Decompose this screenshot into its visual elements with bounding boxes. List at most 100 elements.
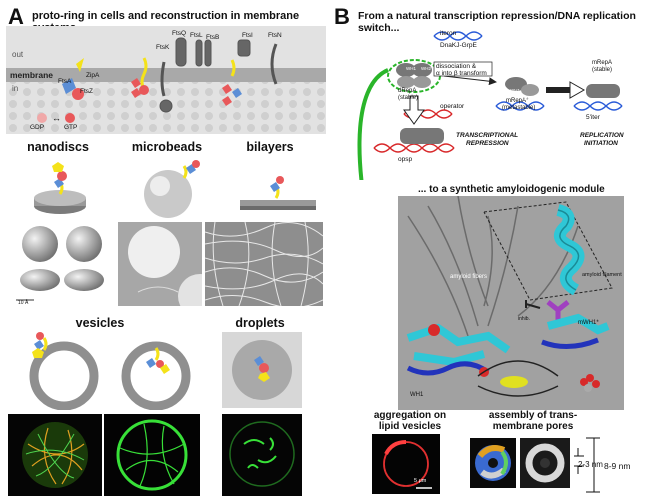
label-amyloid-filament: amyloid filament xyxy=(582,272,622,278)
ftsb-shape xyxy=(204,39,212,67)
dissociation-arrow xyxy=(443,75,497,86)
dna-opsp xyxy=(373,143,455,153)
label-ftsb: FtsB xyxy=(206,34,220,41)
label-gdp: GDP xyxy=(30,124,45,131)
mwh1-structure xyxy=(541,313,610,349)
label-inhibitor: inhib. xyxy=(518,316,530,322)
label-wh1-top: WH1 xyxy=(406,66,416,71)
dissociation-box xyxy=(433,61,493,77)
label-ftsq: FtsQ xyxy=(172,30,187,37)
label-wh1-mid: WH1 xyxy=(510,88,520,93)
bilayer-cartoon xyxy=(240,176,316,210)
label-wh2-top: WH2 xyxy=(421,66,431,71)
ftsz-cluster-1 xyxy=(62,58,84,100)
droplet-fluorescence xyxy=(222,414,302,496)
zoom-outline xyxy=(483,201,613,301)
caption-pores-line2: membrane pores xyxy=(492,421,574,432)
repression-arrow xyxy=(403,95,425,125)
label-mrepa: mRepA xyxy=(592,60,613,66)
label-bilayers: bilayers xyxy=(246,140,294,154)
label-mrepa-star: mRepA* xyxy=(506,98,529,104)
repressor-complex xyxy=(400,128,444,144)
panel-b-letter: B xyxy=(334,4,350,29)
systems-cartoons xyxy=(34,160,316,218)
amyloid-structure-composite: amyloid fibers amyloid filament WH1 mWH1… xyxy=(398,196,624,410)
ftsl-shape xyxy=(195,39,203,67)
scale-bar-label: 5 μm xyxy=(414,478,427,484)
panel-a-letter: A xyxy=(8,4,24,29)
label-ftsk: FtsK xyxy=(156,44,170,51)
label-drepa-state: (stable) xyxy=(398,95,419,101)
label-vesicles: vesicles xyxy=(75,316,125,330)
caption-pores-line1: assembly of trans- xyxy=(488,410,578,421)
label-mrepa-star-state: (metastable) xyxy=(502,105,536,111)
outer-pore-size: 8-9 nm xyxy=(604,461,631,471)
gtp-ftsz xyxy=(65,113,75,123)
label-operator: operator xyxy=(440,103,465,110)
label-microbeads: microbeads xyxy=(131,140,203,154)
panel-b-subtitle: ... to a synthetic amyloidogenic module xyxy=(418,184,605,195)
caption-aggregation-line2: lipid vesicles xyxy=(378,421,442,432)
ftsi-shape xyxy=(237,39,251,57)
caption-aggregation-line1: aggregation on xyxy=(373,410,447,421)
label-transcriptional: TRANSCRIPTIONAL xyxy=(456,132,519,139)
caption-pores: assembly of trans- membrane pores xyxy=(468,410,598,432)
layer-out: out xyxy=(12,50,24,59)
microbeads-micrograph xyxy=(118,222,202,306)
droplet-cartoon xyxy=(222,332,302,408)
nanodisc-scale: 10 Å xyxy=(18,300,29,306)
microbead-cartoon xyxy=(144,160,200,218)
mrepa-monomer xyxy=(586,84,620,98)
layer-membrane: membrane xyxy=(10,70,53,80)
pore-em-average xyxy=(520,438,570,488)
label-iter: 5'iter xyxy=(586,114,600,121)
conversion-arrows xyxy=(477,360,559,397)
label-drepa: dRepA xyxy=(398,88,417,94)
dna-mrepa xyxy=(573,101,623,111)
label-nanodiscs: nanodiscs xyxy=(27,140,89,154)
amyloid-filament-helix xyxy=(554,204,585,296)
label-ftsa: FtsA xyxy=(58,78,72,85)
drepa-dimer xyxy=(396,63,432,88)
membrane-schematic: out membrane in FtsA ZipA FtsZ FtsQ FtsL… xyxy=(6,26,326,134)
ftsz-cluster-2 xyxy=(131,57,149,98)
label-opsp: opsp xyxy=(398,156,413,163)
ftsq-shape xyxy=(175,37,187,67)
green-transition-arrow xyxy=(357,68,389,180)
dna-iteron xyxy=(433,31,483,41)
pore-size-brackets xyxy=(574,437,600,493)
vesicle-cartoons xyxy=(29,332,191,410)
yellow-ligand xyxy=(500,376,528,388)
dna-mrepa-star xyxy=(495,101,545,111)
vesicle-cartoon-1 xyxy=(29,332,99,410)
label-zipa: ZipA xyxy=(86,72,100,79)
vesicle-fluorescence-1 xyxy=(8,414,102,496)
gdp-ftsz xyxy=(37,113,47,123)
label-ftsl: FtsL xyxy=(190,32,203,39)
em-fibers xyxy=(407,196,579,337)
bilayers-micrograph xyxy=(205,222,323,306)
vesicle-fluorescence-2 xyxy=(104,414,200,496)
label-dnak: DnaKJ-GrpE xyxy=(440,42,477,49)
membrane-band xyxy=(6,68,326,82)
transition-arrow-head xyxy=(569,81,586,99)
label-mrepa-state: (stable) xyxy=(592,67,613,73)
label-amyloid-fibers: amyloid fibers xyxy=(450,274,488,280)
vesicle-cartoon-2 xyxy=(121,341,191,410)
caption-aggregation: aggregation on lipid vesicles xyxy=(360,410,460,432)
layer-in: in xyxy=(12,84,19,93)
label-dissociation: dissociation & xyxy=(436,63,477,70)
pore-model-image xyxy=(470,438,516,488)
label-iteron: iteron xyxy=(440,30,457,37)
membrane-schematic-svg xyxy=(6,37,326,134)
wh1-structure xyxy=(406,323,511,377)
label-replication: REPLICATION xyxy=(580,132,624,139)
nanodisc-cartoon xyxy=(34,162,86,214)
label-repression: REPRESSION xyxy=(466,140,509,147)
panel-b-title: From a natural transcription repression/… xyxy=(358,10,636,34)
mrepa-star-monomer xyxy=(505,77,539,96)
ftsz-cluster-3 xyxy=(222,59,242,106)
inner-pore-size: 2-3 nm xyxy=(578,460,603,469)
nanodisc-models: 10 Å xyxy=(10,222,114,306)
red-ligand xyxy=(580,374,600,392)
